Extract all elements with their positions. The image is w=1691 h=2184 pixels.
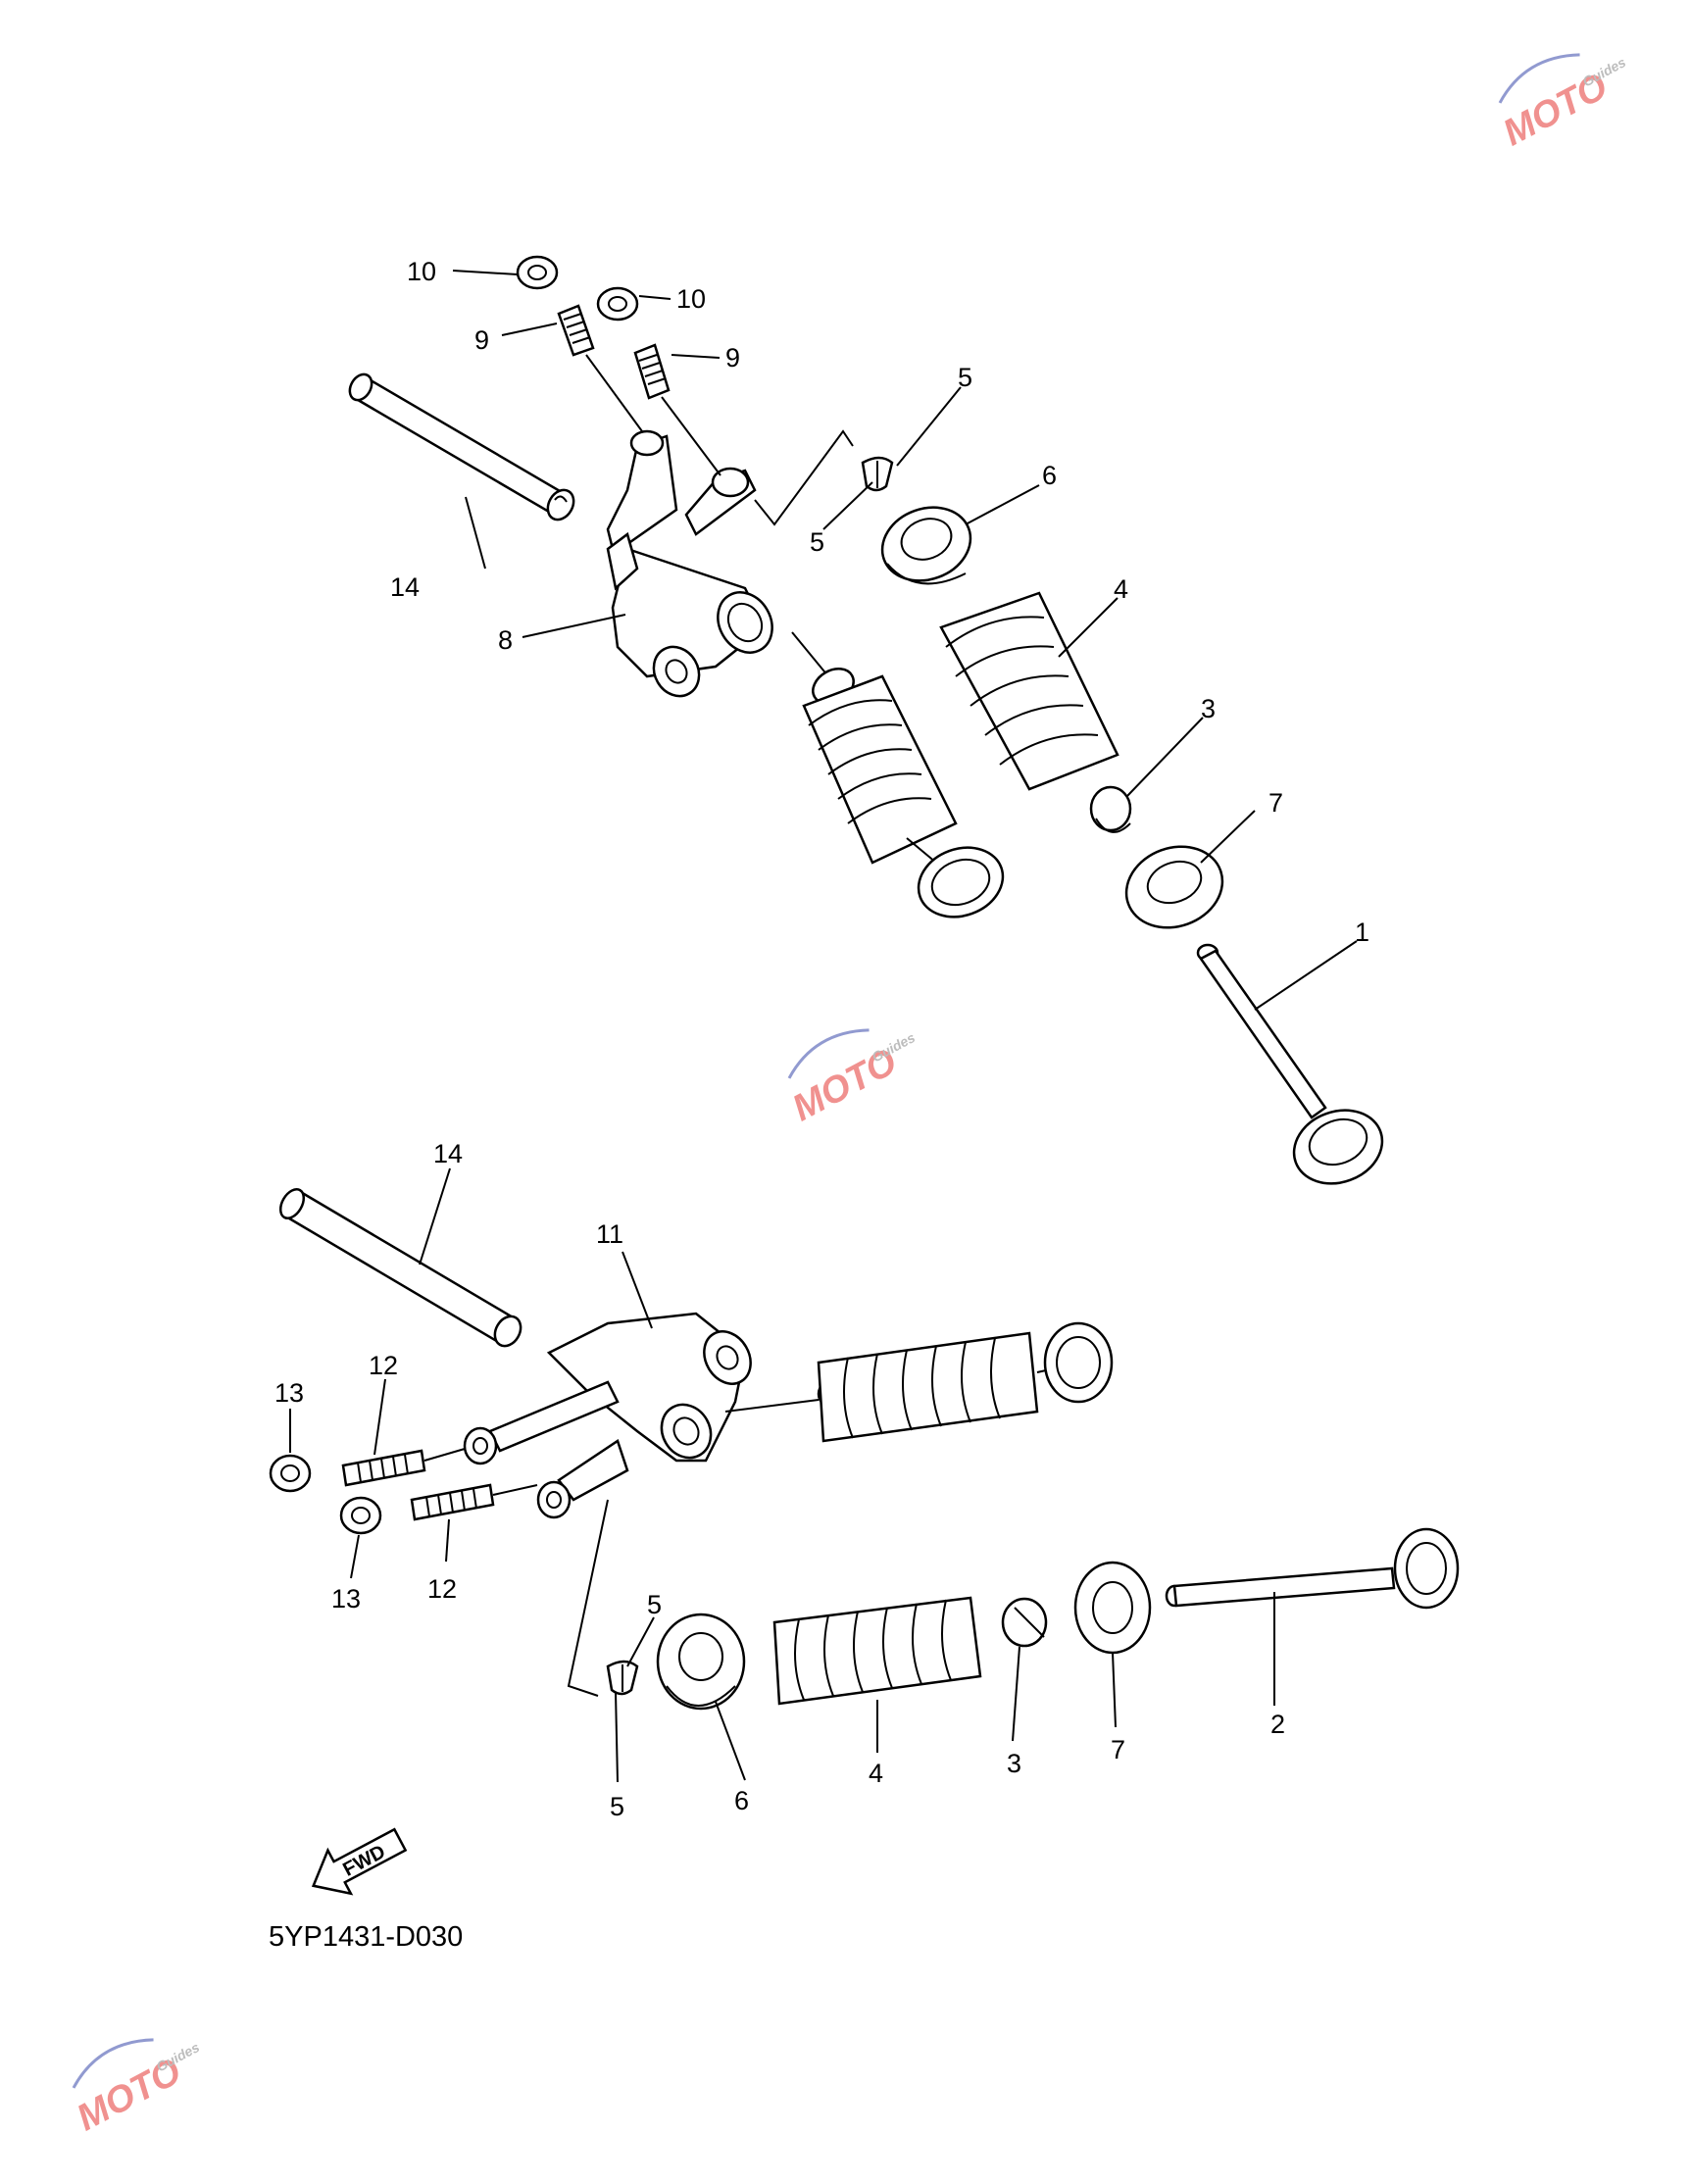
callout-12a: 12 [369,1351,398,1380]
callout-3a: 3 [1201,694,1216,723]
spring-seat-bottom [1073,1561,1152,1655]
callout-14b: 14 [433,1139,463,1168]
valve-seal-bottom [1001,1597,1048,1648]
watermark-logo-center: MOTO Guides [786,1028,918,1129]
watermark-logo-top-right: MOTO Guides [1497,53,1628,154]
spring-seat-top [1124,845,1224,929]
callout-10a: 10 [407,257,436,286]
rocker-shaft-bottom [278,1188,522,1348]
retainer-top [880,506,972,585]
callout-6a: 6 [1042,461,1057,490]
callout-5b: 5 [810,527,824,557]
rocker-arm-intake [606,429,773,698]
rocker-shaft-top [348,372,575,521]
retainer-bottom [656,1613,746,1711]
adjust-screw-and-locknut-bottom [269,1448,538,1535]
callout-8: 8 [498,625,513,655]
fwd-arrow: FWD [311,1827,408,1896]
callout-5c: 5 [647,1590,662,1619]
adjust-screw-and-locknut-top [516,255,721,476]
intake-valve [1196,943,1384,1185]
cotter-bottom [606,1660,639,1696]
connector-line-bottom [567,1499,609,1697]
leader-lines [289,270,1358,1783]
valve-spring-bottom [772,1596,982,1706]
callout-2: 2 [1270,1710,1285,1739]
rocker-arm-exhaust [463,1312,752,1519]
valve-spring-top [939,591,1119,791]
watermark-logo-bottom-left: MOTO Guides [71,2038,202,2139]
callout-5d: 5 [610,1792,624,1821]
callout-11: 11 [596,1219,623,1249]
callout-4b: 4 [869,1759,883,1788]
callout-13b: 13 [331,1584,361,1613]
callout-5a: 5 [958,363,972,392]
valve-spring-installed-bottom [724,1321,1114,1443]
callout-13a: 13 [274,1378,304,1408]
callout-12b: 12 [427,1574,457,1604]
callout-9a: 9 [474,325,489,355]
callout-6b: 6 [734,1786,749,1815]
callout-7b: 7 [1111,1735,1125,1764]
callout-4a: 4 [1114,574,1128,604]
callout-10b: 10 [676,284,706,314]
callout-labels: 10 10 9 9 5 6 5 14 4 8 3 7 1 14 11 12 13… [274,257,1369,1821]
valve-spring-installed-top [791,631,1005,918]
callout-9b: 9 [725,343,740,372]
connector-line-top [754,429,854,526]
callout-1: 1 [1355,918,1369,947]
valve-seal-top [1089,785,1132,833]
callout-3b: 3 [1007,1749,1021,1778]
cotter-top [861,456,894,492]
callout-7a: 7 [1268,788,1283,818]
exhaust-valve [1165,1527,1460,1610]
diagram-code: 5YP1431-D030 [269,1921,463,1953]
callout-14a: 14 [390,572,420,602]
